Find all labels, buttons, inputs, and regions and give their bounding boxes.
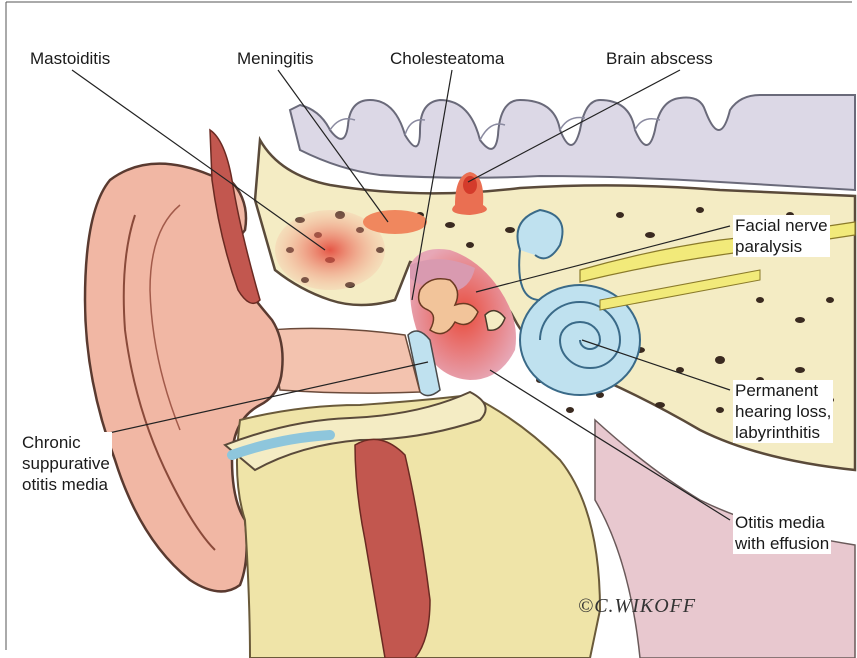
label-permanent-line2: hearing loss, (735, 401, 831, 422)
label-permanent-line1: Permanent (735, 380, 831, 401)
label-facial-nerve: Facial nerve paralysis (733, 215, 830, 257)
label-facial-nerve-line1: Facial nerve (735, 215, 828, 236)
label-ome-line2: with effusion (735, 533, 829, 554)
artist-signature: ©C.WIKOFF (578, 595, 696, 618)
label-chronic-suppurative: Chronic suppurative otitis media (20, 432, 112, 495)
label-otitis-media-effusion: Otitis media with effusion (733, 512, 831, 554)
label-brain-abscess: Brain abscess (604, 48, 715, 69)
label-permanent-hearing-loss: Permanent hearing loss, labyrinthitis (733, 380, 833, 443)
label-chronic-line1: Chronic (22, 432, 110, 453)
label-permanent-line3: labyrinthitis (735, 422, 831, 443)
ear-canal (270, 328, 420, 393)
label-mastoiditis: Mastoiditis (28, 48, 112, 69)
brain-region (290, 95, 855, 190)
label-facial-nerve-line2: paralysis (735, 236, 828, 257)
label-ome-line1: Otitis media (735, 512, 829, 533)
label-meningitis: Meningitis (235, 48, 316, 69)
label-cholesteatoma: Cholesteatoma (388, 48, 506, 69)
label-chronic-line3: otitis media (22, 474, 110, 495)
label-chronic-line2: suppurative (22, 453, 110, 474)
meningitis-area (363, 210, 427, 234)
